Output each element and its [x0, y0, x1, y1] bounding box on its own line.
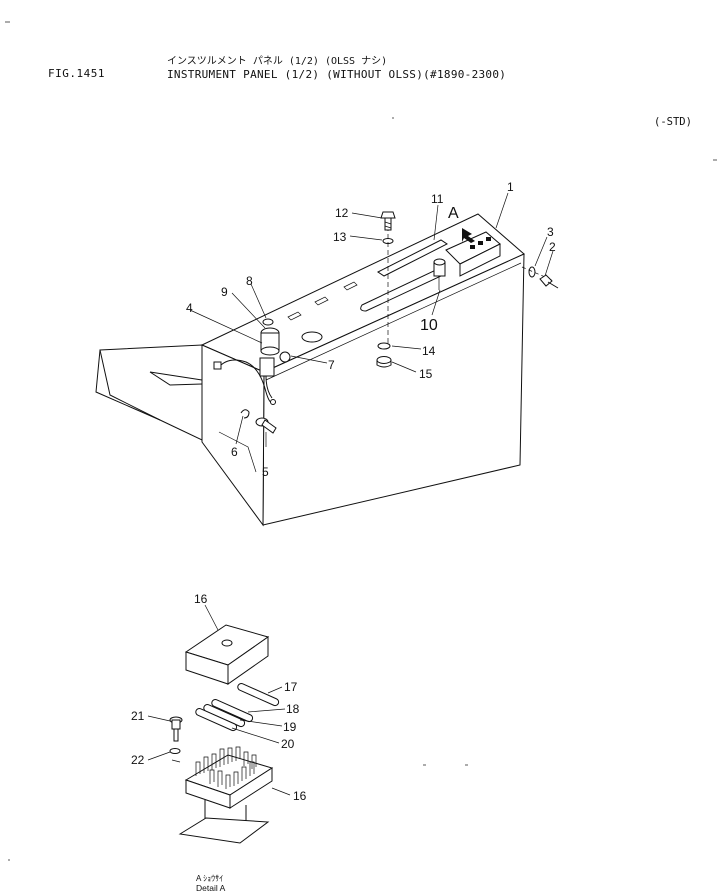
callout-12: 12 — [335, 206, 349, 220]
washer-22 — [169, 748, 181, 754]
switch-cap-8 — [262, 318, 274, 326]
view-arrow-icon — [462, 228, 475, 243]
switch-knob-7 — [279, 351, 291, 363]
left-console — [95, 344, 203, 441]
cover-strip — [377, 239, 448, 277]
screw-21-shank — [173, 728, 179, 742]
switch-connector — [259, 357, 275, 377]
bolt-head — [539, 274, 553, 287]
meter-pin — [470, 245, 475, 249]
view-label-a: A — [448, 205, 459, 222]
bolt-thread — [384, 221, 392, 225]
console-line — [149, 371, 203, 386]
base-plate — [178, 817, 270, 844]
switch-assembly — [213, 318, 291, 405]
console-line — [149, 371, 203, 381]
panel-hole — [301, 331, 323, 343]
callout-3: 3 — [547, 225, 554, 239]
connector-terminals — [195, 746, 257, 789]
wire-lead — [265, 375, 273, 399]
detail-label-english: Detail A — [196, 883, 226, 893]
detail-leader-lines — [147, 604, 291, 796]
callout-21: 21 — [131, 709, 145, 723]
cover-side — [227, 636, 269, 685]
connector-side — [229, 767, 273, 809]
nut-top — [376, 356, 392, 364]
bolt-thread — [384, 225, 392, 229]
knob-top — [433, 258, 446, 266]
figure-number: FIG.1451 — [48, 67, 105, 80]
callout-2: 2 — [549, 240, 556, 254]
meter-pin — [478, 241, 483, 245]
switch-cutout — [287, 311, 302, 321]
pin-20 — [195, 708, 238, 732]
callout-16-cover: 16 — [194, 592, 208, 606]
switch-cutout — [314, 296, 329, 306]
switch-base — [260, 346, 280, 356]
switch-cutout — [343, 281, 358, 291]
callout-8: 8 — [246, 274, 253, 288]
callout-labels: 1 2 3 4 5 6 7 8 9 10 11 12 13 14 15 16 1… — [131, 180, 556, 803]
nut-15 — [376, 356, 392, 368]
callout-14: 14 — [422, 344, 436, 358]
callout-1: 1 — [507, 180, 514, 194]
nut-side — [376, 360, 392, 368]
pin-18 — [211, 699, 254, 723]
callout-11: 11 — [431, 192, 444, 206]
detail-a-view — [169, 624, 280, 844]
wire-harness — [217, 359, 275, 404]
panel-lip-line — [265, 262, 522, 381]
washer-14 — [377, 342, 391, 350]
console-edge — [95, 349, 161, 421]
meter-pin — [486, 237, 491, 241]
callout-9: 9 — [221, 285, 228, 299]
callout-13: 13 — [333, 230, 347, 244]
clip-6 — [240, 409, 250, 419]
washer-3 — [528, 266, 536, 278]
wire-connector — [213, 361, 222, 370]
meter-block-front — [459, 243, 501, 277]
callout-7: 7 — [328, 358, 335, 372]
callout-15: 15 — [419, 367, 433, 381]
callout-19: 19 — [283, 720, 297, 734]
title-japanese: インスツルメント パネル (1/2) (OLSS ナシ) — [167, 56, 388, 67]
washer-13 — [382, 238, 394, 244]
console-body — [99, 344, 203, 441]
bolt-12 — [380, 211, 396, 244]
pin-17 — [237, 683, 280, 707]
screw-5 — [255, 417, 277, 434]
detail-label-japanese: A ｼｮｳｻｲ — [196, 874, 224, 883]
cover-boss — [221, 639, 233, 647]
bolt-centerline-right — [521, 266, 553, 281]
instrument-panel-housing — [200, 213, 553, 527]
callout-4: 4 — [186, 301, 193, 315]
screw-21-neck — [171, 719, 181, 730]
meter-unit — [445, 228, 501, 277]
callout-17: 17 — [284, 680, 298, 694]
screw-shank — [261, 419, 277, 434]
wire-terminal — [270, 399, 276, 405]
callout-10: 10 — [420, 317, 438, 334]
bolt-shank — [547, 281, 559, 289]
callout-22: 22 — [131, 753, 145, 767]
bolt-head — [380, 211, 396, 219]
title-english: INSTRUMENT PANEL (1/2) (WITHOUT OLSS)(#1… — [167, 68, 507, 81]
scan-marks — [5, 21, 717, 861]
callout-16-connector: 16 — [293, 789, 307, 803]
callout-18: 18 — [286, 702, 300, 716]
callout-5: 5 — [262, 465, 269, 479]
knob-assembly — [433, 258, 446, 290]
panel-left-side — [201, 344, 265, 527]
variant-label: (-STD) — [654, 116, 692, 128]
leader-lines — [189, 192, 554, 473]
callout-6: 6 — [231, 445, 238, 459]
bolt-2 — [528, 266, 559, 289]
callout-20: 20 — [281, 737, 295, 751]
